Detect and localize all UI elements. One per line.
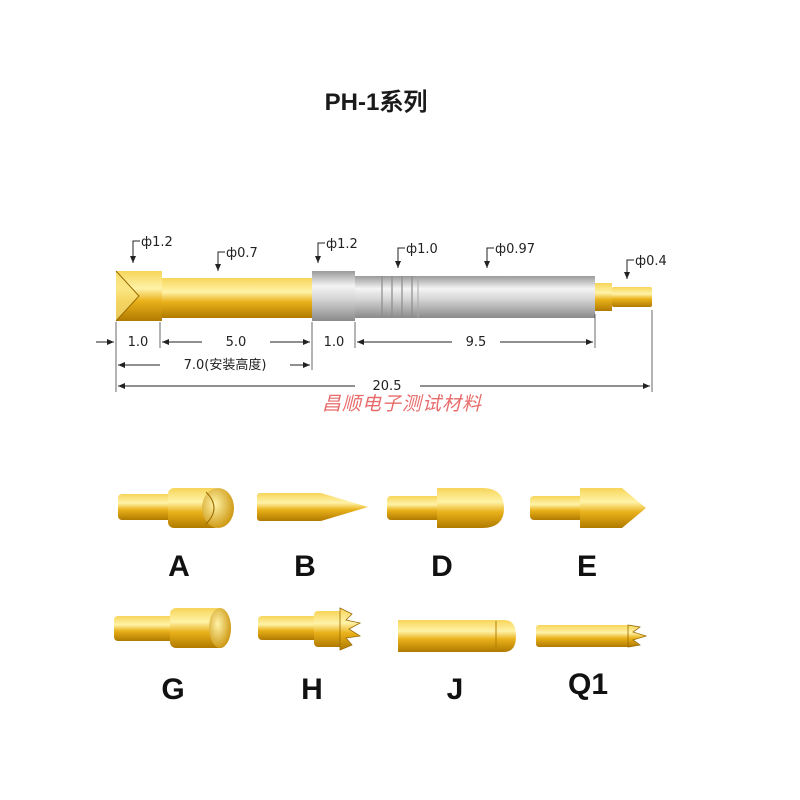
tip-label-e: E <box>577 550 597 583</box>
tip-label-a: A <box>168 550 190 583</box>
tip-d <box>387 488 504 528</box>
tip-q1 <box>536 624 648 648</box>
dimension-lines <box>96 339 650 389</box>
tip-h <box>258 607 362 651</box>
tip-label-h: H <box>301 673 323 706</box>
tip-label-q1: Q1 <box>568 668 608 701</box>
len-install-label: 7.0(安装高度) <box>184 357 267 373</box>
tip-j <box>398 620 516 652</box>
barrel <box>355 276 595 318</box>
tip-g <box>114 608 231 648</box>
dia-plunger-label: ф0.7 <box>226 246 258 261</box>
tip-label-d: D <box>431 550 453 583</box>
probe-body <box>115 270 652 322</box>
plunger-shaft <box>160 278 312 318</box>
barrel-collar <box>312 271 355 321</box>
diameter-callouts <box>130 240 634 279</box>
page-title: PH-1系列 <box>325 89 428 116</box>
len-head-label: 1.0 <box>128 335 149 350</box>
len-barrel-label: 9.5 <box>466 335 487 350</box>
dia-barrel-label: ф0.97 <box>495 242 535 257</box>
head-cup <box>116 271 139 321</box>
barrel-grooves <box>381 276 413 318</box>
tip-b <box>257 493 368 521</box>
len-total-label: 20.5 <box>373 379 402 394</box>
dia-head-label: ф1.2 <box>141 235 173 250</box>
tip-label-g: G <box>161 673 184 706</box>
tip-label-b: B <box>294 550 316 583</box>
tail-pin <box>612 287 652 307</box>
tip-e <box>530 488 646 528</box>
len-plunger-label: 5.0 <box>226 335 247 350</box>
len-collar-label: 1.0 <box>324 335 345 350</box>
dia-tail-label: ф0.4 <box>635 254 667 269</box>
extension-lines <box>115 310 653 392</box>
dia-collar-label: ф1.2 <box>326 237 358 252</box>
tip-a <box>118 488 234 528</box>
tail-shoulder <box>595 283 612 311</box>
dia-groove-label: ф1.0 <box>406 242 438 257</box>
watermark: 昌顺电子测试材料 <box>322 393 482 415</box>
tip-label-j: J <box>447 673 464 706</box>
